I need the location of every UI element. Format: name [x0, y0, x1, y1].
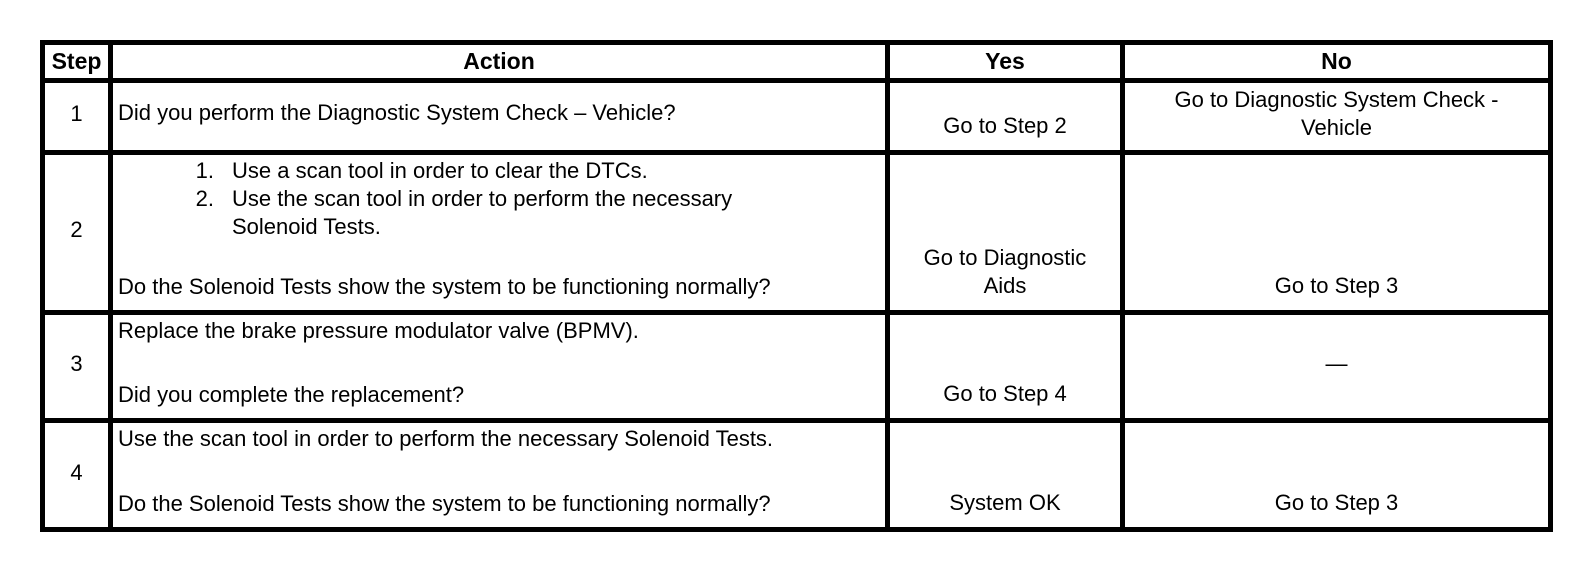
row-1-no-cell: Go to Diagnostic System Check - Vehicle — [1120, 78, 1553, 155]
row-4-no-text: Go to Step 3 — [1274, 490, 1399, 515]
row-3-action-cell: Replace the brake pressure modulator val… — [108, 310, 890, 423]
row-1-step-number: 1 — [70, 101, 83, 126]
row-3-step-cell: 3 — [40, 310, 113, 423]
header-no: No — [1120, 40, 1553, 83]
list-item: 2. Use the scan tool in order to perform… — [118, 185, 879, 241]
row-2-action-question: Do the Solenoid Tests show the system to… — [118, 274, 771, 299]
row-4-yes-cell: System OK — [885, 418, 1125, 532]
row-2-step-cell: 2 — [40, 150, 113, 315]
row-4-step-cell: 4 — [40, 418, 113, 532]
row-4-yes-text: System OK — [949, 490, 1061, 515]
header-action: Action — [108, 40, 890, 83]
list-item-marker: 1. — [195, 158, 214, 183]
row-2-no-text: Go to Step 3 — [1274, 273, 1399, 298]
table-row-3: 3 Replace the brake pressure modulator v… — [40, 310, 1553, 423]
row-1-yes-cell: Go to Step 2 — [885, 78, 1125, 155]
row-2-action-cell: 1. Use a scan tool in order to clear the… — [108, 150, 890, 315]
row-4-no-cell: Go to Step 3 — [1120, 418, 1553, 532]
row-1-action-text: Did you perform the Diagnostic System Ch… — [118, 100, 676, 125]
row-1-action-cell: Did you perform the Diagnostic System Ch… — [108, 78, 890, 155]
row-1-step-cell: 1 — [40, 78, 113, 155]
row-4-action-question: Do the Solenoid Tests show the system to… — [118, 491, 771, 516]
row-4-step-number: 4 — [70, 459, 83, 485]
list-item: 1. Use a scan tool in order to clear the… — [118, 158, 879, 186]
row-2-yes-cell: Go to Diagnostic Aids — [885, 150, 1125, 315]
row-3-action-statement: Replace the brake pressure modulator val… — [118, 318, 639, 343]
list-item-text: Use the scan tool in order to perform th… — [232, 186, 733, 239]
row-2-step-number: 2 — [70, 217, 83, 242]
row-3-yes-text: Go to Step 4 — [943, 381, 1067, 406]
header-yes: Yes — [885, 40, 1125, 83]
table-row-2: 2 1. Use a scan tool in order to clear t… — [40, 150, 1553, 315]
row-3-step-number: 3 — [70, 351, 83, 376]
list-item-marker: 2. — [195, 186, 214, 211]
table-row-1: 1 Did you perform the Diagnostic System … — [40, 78, 1553, 155]
diagnostic-procedure-table: Step Action Yes No 1 Did you perform the… — [40, 40, 1553, 532]
row-3-yes-cell: Go to Step 4 — [885, 310, 1125, 423]
header-row: Step Action Yes No — [40, 40, 1553, 83]
diagnostic-table-container: Step Action Yes No 1 Did you perform the… — [40, 40, 1553, 532]
row-3-action-question: Did you complete the replacement? — [118, 382, 465, 407]
row-2-yes-text: Go to Diagnostic Aids — [923, 245, 1087, 298]
row-3-no-text: — — [1325, 351, 1348, 376]
row-1-yes-text: Go to Step 2 — [943, 113, 1067, 138]
row-1-no-text: Go to Diagnostic System Check - Vehicle — [1174, 87, 1499, 140]
table-row-4: 4 Use the scan tool in order to perform … — [40, 418, 1553, 532]
row-2-no-cell: Go to Step 3 — [1120, 150, 1553, 315]
row-2-action-list: 1. Use a scan tool in order to clear the… — [118, 158, 879, 242]
row-3-no-cell: — — [1120, 310, 1553, 423]
row-4-action-cell: Use the scan tool in order to perform th… — [108, 418, 890, 532]
list-item-text: Use a scan tool in order to clear the DT… — [232, 158, 648, 183]
row-4-action-statement: Use the scan tool in order to perform th… — [118, 426, 774, 451]
header-step: Step — [40, 40, 113, 83]
